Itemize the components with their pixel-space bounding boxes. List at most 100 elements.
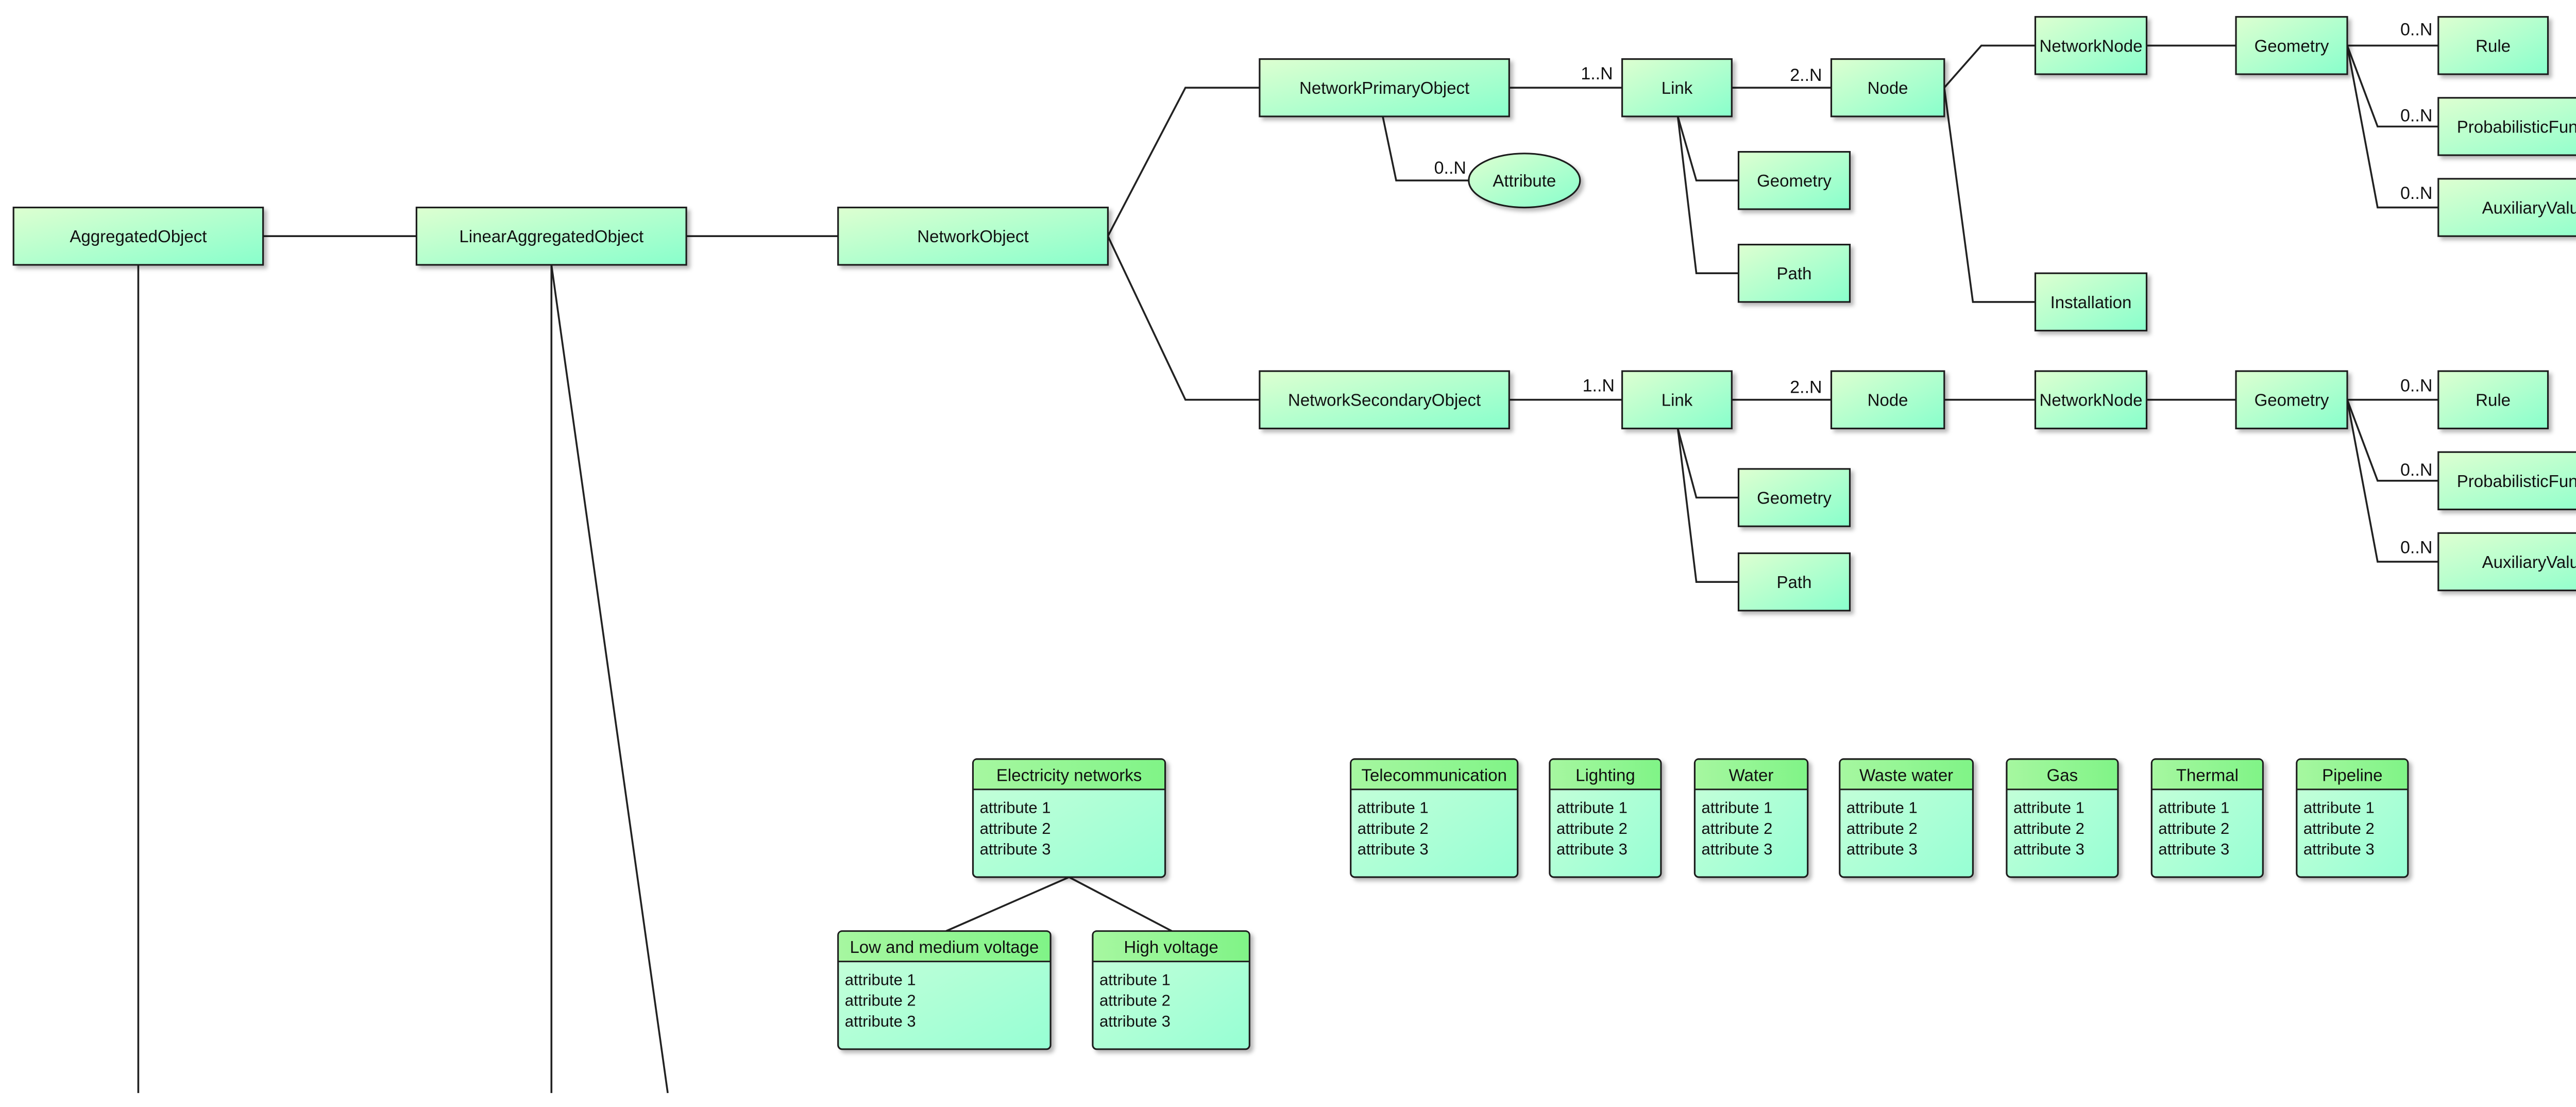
class-telecommunication-header [1351,760,1517,790]
class-low-medium-voltage-attribute: attribute 1 [845,970,916,988]
node-box-primary[interactable]: Node [1830,58,1945,118]
line-geometry1-to-probabilistic [2346,45,2438,128]
class-low-medium-voltage-attribute: attribute 2 [845,992,916,1010]
class-waste-water-attribute: attribute 3 [1846,840,1918,858]
class-water-attribute: attribute 2 [1702,819,1773,837]
class-electricity-networks-attribute: attribute 3 [980,840,1051,858]
link-box-secondary[interactable]: Link [1621,370,1733,429]
class-gas-attribute: attribute 2 [2013,819,2084,837]
network-secondary-object-box[interactable]: NetworkSecondaryObject [1259,370,1510,429]
line-geometry1-to-auxiliary [2346,45,2438,209]
line-node1-to-networknode [1943,44,2036,89]
class-telecommunication-attribute: attribute 1 [1358,799,1429,817]
attribute-ellipse-label: Attribute [1493,171,1556,190]
class-water-title: Water [1729,765,1774,784]
class-lighting[interactable]: Lighting attribute 1 attribute 2 attribute … [1549,758,1662,878]
class-telecommunication-title: Telecommunication [1361,765,1506,784]
line-electricity-to-high [1069,876,1173,932]
class-gas-attribute: attribute 3 [2013,840,2084,858]
line-network-to-primary [1107,87,1260,237]
multiplicity-node2: 2..N [1790,378,1822,397]
installation-box-label: Installation [2050,293,2132,312]
class-high-voltage-title: High voltage [1124,937,1218,957]
geometry-box-secondary-networknode-label: Geometry [2255,391,2329,410]
class-high-voltage-attribute: attribute 3 [1099,1012,1171,1030]
geometry-box-secondary-networknode[interactable]: Geometry [2235,370,2348,429]
rule-box-primary-label: Rule [2476,36,2511,55]
node-box-secondary[interactable]: Node [1830,370,1945,429]
network-object-box[interactable]: NetworkObject [837,207,1109,266]
class-pipeline-header [2297,760,2408,790]
auxiliary-value-box-primary-label: AuxiliaryValue [2482,198,2576,217]
link-box-primary[interactable]: Link [1621,58,1733,118]
line-node1-to-installation [1943,87,2036,303]
geometry-box-primary-networknode[interactable]: Geometry [2235,16,2348,75]
class-gas-header [2007,760,2117,790]
class-lighting-attribute: attribute 3 [1556,840,1628,858]
auxiliary-value-box-secondary[interactable]: AuxiliaryValue [2437,532,2576,592]
multiplicity-primary-link: 1..N [1581,64,1613,83]
installation-box[interactable]: Installation [2034,272,2148,332]
auxiliary-value-box-secondary-label: AuxiliaryValue [2482,552,2576,572]
line-link1-to-geometry [1676,116,1739,181]
multiplicity-auxiliary2: 0..N [2400,538,2432,558]
geometry-box-secondary-link-label: Geometry [1757,489,1832,508]
class-telecommunication-attribute: attribute 2 [1358,819,1429,837]
attribute-ellipse[interactable]: Attribute [1468,153,1581,209]
class-water-header [1696,760,1807,790]
network-object-box-label: NetworkObject [917,227,1028,246]
line-link2-to-geometry [1676,428,1739,499]
path-box-primary[interactable]: Path [1737,244,1851,303]
line-geometry2-to-probabilistic [2346,399,2438,482]
aggregated-object-box[interactable]: AggregatedObject [12,207,264,266]
probabilistic-function-box-secondary[interactable]: ProbabilisticFunction [2437,451,2576,511]
class-water-attribute: attribute 1 [1702,799,1773,817]
class-thermal-attribute: attribute 2 [2158,819,2229,837]
class-lighting-title: Lighting [1575,765,1635,784]
class-lighting-attribute: attribute 2 [1556,819,1628,837]
line-link2-to-path [1676,428,1739,583]
class-low-medium-voltage-attribute: attribute 3 [845,1012,916,1030]
network-primary-object-box-label: NetworkPrimaryObject [1299,78,1469,97]
geometry-box-primary-link[interactable]: Geometry [1737,151,1851,210]
geometry-box-secondary-link[interactable]: Geometry [1737,468,1851,527]
class-waste-water-header [1840,760,1972,790]
linear-aggregated-object-box[interactable]: LinearAggregatedObject [415,207,687,266]
link-box-primary-label: Link [1662,78,1693,97]
auxiliary-value-box-primary[interactable]: AuxiliaryValue [2437,178,2576,237]
node-box-secondary-label: Node [1868,391,1908,410]
class-electricity-networks-header [974,760,1164,790]
probabilistic-function-box-primary-label: ProbabilisticFunction [2457,118,2576,137]
class-high-voltage-attribute: attribute 2 [1099,992,1171,1010]
linear-aggregated-object-box-label: LinearAggregatedObject [459,227,643,246]
class-thermal-attribute: attribute 3 [2158,840,2229,858]
class-high-voltage-header [1093,932,1249,962]
probabilistic-function-box-secondary-label: ProbabilisticFunction [2457,472,2576,491]
class-pipeline-attribute: attribute 2 [2303,819,2375,837]
probabilistic-function-box-primary[interactable]: ProbabilisticFunction [2437,97,2576,156]
network-primary-object-box[interactable]: NetworkPrimaryObject [1259,58,1510,118]
path-box-secondary[interactable]: Path [1737,552,1851,612]
network-node-box-secondary[interactable]: NetworkNode [2034,370,2148,429]
rule-box-secondary[interactable]: Rule [2437,370,2549,429]
class-pipeline-attribute: attribute 1 [2303,799,2375,817]
line-linear-diagonal [550,264,669,1094]
aggregated-object-box-label: AggregatedObject [70,227,207,246]
multiplicity-rule2: 0..N [2400,376,2432,395]
path-box-secondary-label: Path [1777,573,1812,592]
class-lighting-attribute: attribute 1 [1556,799,1628,817]
rule-box-primary[interactable]: Rule [2437,16,2549,75]
network-node-box-primary[interactable]: NetworkNode [2034,16,2148,75]
